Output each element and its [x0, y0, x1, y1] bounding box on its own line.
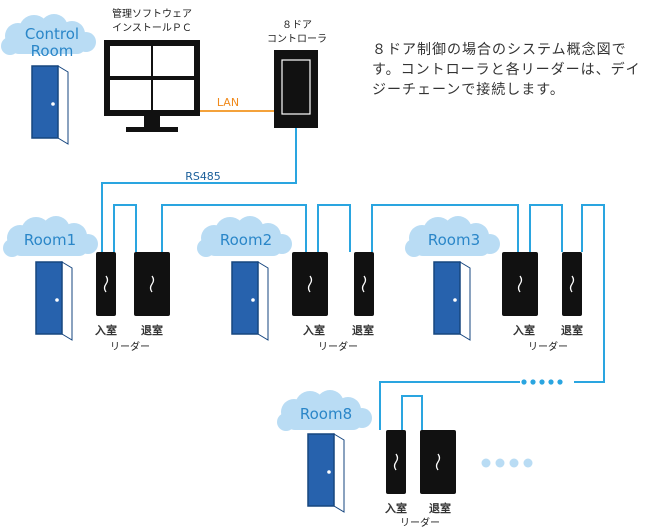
room1-door [35, 261, 73, 341]
more-rooms-dots [481, 458, 533, 468]
room1-entry-label: 入室 [95, 323, 117, 337]
room1-entry-reader [95, 251, 117, 317]
room8-entry-label: 入室 [385, 501, 407, 515]
room3: Room3 入室 退室 リーダー [405, 216, 583, 353]
room8-entry-reader [385, 429, 407, 495]
room3-exit-label: 退室 [561, 323, 583, 337]
room8-exit-label: 退室 [429, 501, 451, 515]
pc-label-2: インストールＰＣ [112, 23, 192, 34]
room8-label: Room8 [300, 405, 352, 423]
description-text: ８ドア制御の場合のシステム概念図です。コントローラと各リーダーは、デイジーチェー… [372, 42, 641, 98]
room3-label: Room3 [428, 231, 480, 249]
room1-exit-reader [133, 251, 171, 317]
room1-label: Room1 [24, 231, 76, 249]
pc-label-1: 管理ソフトウェア [112, 7, 192, 20]
room2-door [231, 261, 269, 341]
room8-door [307, 433, 345, 513]
room2-exit-label: 退室 [352, 323, 374, 337]
controller-label-1: ８ドア [282, 20, 312, 31]
room3-exit-reader [561, 251, 583, 317]
room2-entry-reader [291, 251, 329, 317]
chain-room2 [317, 204, 519, 252]
control-room-door [31, 65, 69, 145]
controller-icon [274, 50, 318, 128]
control-room-label-2: Room [31, 42, 74, 60]
room3-entry-label: 入室 [513, 323, 535, 337]
room1-reader-group-label: リーダー [110, 340, 150, 353]
controller-label-2: コントローラ [267, 33, 327, 45]
room8-exit-reader [419, 429, 457, 495]
control-room: Control Room [1, 14, 96, 145]
room1-exit-label: 退室 [141, 323, 163, 337]
rs485-label: RS485 [185, 170, 221, 183]
room3-entry-reader [501, 251, 539, 317]
control-room-label-1: Control [25, 25, 79, 43]
lan-label: LAN [217, 96, 239, 109]
room3-door [433, 261, 471, 341]
room2-reader-group-label: リーダー [318, 340, 358, 353]
management-pc: 管理ソフトウェア インストールＰＣ LAN [104, 7, 239, 132]
room2-label: Room2 [220, 231, 272, 249]
room2-exit-reader [353, 251, 375, 317]
monitor-icon [104, 40, 200, 132]
chain-room3 [529, 204, 605, 383]
controller: ８ドア コントローラ [267, 20, 327, 128]
room2: Room2 入室 退室 リーダー [197, 216, 375, 353]
rs485-trunk [101, 128, 297, 252]
chain-room8 [379, 381, 520, 430]
room8-reader-group-label: リーダー [400, 516, 440, 528]
bus-continuation-dots [521, 379, 563, 385]
room3-reader-group-label: リーダー [528, 340, 568, 353]
room1: Room1 入室 退室 リーダー [3, 216, 171, 353]
room8: Room8 入室 退室 リーダー [277, 390, 457, 528]
room2-entry-label: 入室 [303, 323, 325, 337]
